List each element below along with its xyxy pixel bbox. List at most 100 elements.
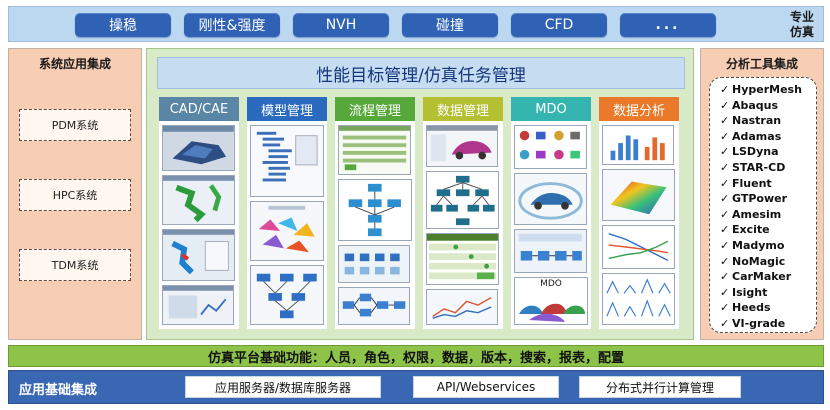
check-icon: ✓: [720, 223, 730, 237]
check-icon: ✓: [720, 192, 730, 206]
api-webservices-button[interactable]: API/Webservices: [413, 376, 559, 398]
check-icon: ✓: [720, 129, 730, 143]
tool-label: NoMagic: [732, 254, 786, 268]
discipline-button-stiffness-strength[interactable]: 刚性&强度: [184, 13, 280, 37]
tool-item-nomagic[interactable]: ✓NoMagic: [720, 254, 816, 270]
distributed-computing-button[interactable]: 分布式并行计算管理: [579, 376, 741, 398]
tool-list: ✓HyperMesh ✓Abaqus ✓Nastran ✓Adamas ✓LSD…: [709, 77, 817, 333]
top-discipline-band: 操稳 刚性&强度 NVH 碰撞 CFD ... 专业 仿真: [8, 6, 824, 42]
process-table-screenshot: [338, 245, 411, 283]
discipline-button-handling[interactable]: 操稳: [75, 13, 171, 37]
tool-label: STAR-CD: [732, 160, 786, 174]
check-icon: ✓: [720, 270, 730, 284]
platform-basic-functions-bar: 仿真平台基础功能：人员，角色，权限，数据，版本，搜索，报表，配置: [8, 345, 824, 367]
check-icon: ✓: [720, 160, 730, 174]
tool-item-excite[interactable]: ✓Excite: [720, 222, 816, 238]
analysis-bar-chart-screenshot: [602, 125, 675, 165]
tool-item-isight[interactable]: ✓Isight: [720, 285, 816, 301]
system-integration-panel: 系统应用集成 PDM系统 HPC系统 TDM系统: [8, 48, 142, 340]
base-integration-label: 应用基础集成: [19, 383, 98, 398]
mdo-workflow-screenshot: [514, 229, 587, 273]
tool-label: CarMaker: [732, 270, 792, 284]
discipline-button-crash[interactable]: 碰撞: [402, 13, 498, 37]
check-icon: ✓: [720, 98, 730, 112]
process-list-screenshot: [338, 125, 412, 175]
model-structure-screenshot: [250, 201, 324, 261]
analysis-line-chart-screenshot: [602, 225, 675, 269]
check-icon: ✓: [720, 83, 730, 96]
data-tree-screenshot: [426, 171, 500, 229]
tool-item-carmaker[interactable]: ✓CarMaker: [720, 269, 816, 285]
check-icon: ✓: [720, 114, 730, 128]
app-db-server-button[interactable]: 应用服务器/数据库服务器: [185, 376, 381, 398]
hpc-system-box[interactable]: HPC系统: [19, 179, 131, 211]
professional-simulation-label: 专业 仿真: [787, 10, 817, 40]
mdo-summary-screenshot: MDO: [514, 277, 588, 325]
tool-item-madymo[interactable]: ✓Madymo: [720, 238, 816, 254]
process-flow-screenshot: [338, 179, 412, 241]
column-data-analysis[interactable]: 数据分析: [599, 97, 679, 329]
analysis-tool-integration-panel: 分析工具集成 ✓HyperMesh ✓Abaqus ✓Nastran ✓Adam…: [700, 48, 824, 340]
cad-screenshot-1: [162, 125, 235, 171]
column-header-data-management: 数据管理: [423, 97, 503, 121]
cad-screenshot-2: [162, 175, 236, 225]
tool-item-amesim[interactable]: ✓Amesim: [720, 207, 816, 223]
check-icon: ✓: [720, 176, 730, 190]
tdm-system-box[interactable]: TDM系统: [19, 249, 131, 281]
tool-label: Heeds: [732, 301, 771, 315]
tool-item-gtpower[interactable]: ✓GTPower: [720, 191, 816, 207]
tool-item-vi-grade[interactable]: ✓VI-grade: [720, 316, 816, 332]
process-workflow-screenshot: [338, 287, 411, 325]
cad-screenshot-3: [162, 229, 236, 281]
column-mdo[interactable]: MDO: [511, 97, 591, 329]
column-model-management[interactable]: 模型管理: [247, 97, 327, 329]
column-body-process-management: [335, 121, 415, 329]
column-cad-cae[interactable]: CAD/CAE: [159, 97, 239, 329]
tool-item-lsdyna[interactable]: ✓LSDyna: [720, 144, 816, 160]
model-tree-screenshot: [250, 125, 324, 197]
discipline-button-more[interactable]: ...: [620, 13, 716, 37]
data-status-table-screenshot: [426, 233, 500, 285]
check-icon: ✓: [720, 145, 730, 159]
mdo-car-wheel-screenshot: [514, 173, 588, 225]
check-icon: ✓: [720, 207, 730, 221]
mdo-components-screenshot: [514, 125, 587, 169]
tool-label: Fluent: [732, 176, 772, 190]
tool-label: GTPower: [732, 192, 788, 206]
tool-item-nastran[interactable]: ✓Nastran: [720, 113, 816, 129]
check-icon: ✓: [720, 238, 730, 252]
right-label-line-1: 专业: [789, 10, 814, 24]
tool-item-adamas[interactable]: ✓Adamas: [720, 129, 816, 145]
tool-label: LSDyna: [732, 145, 779, 159]
mdo-car-variants-icon: [519, 303, 585, 322]
check-icon: ✓: [720, 301, 730, 315]
tool-item-star-cd[interactable]: ✓STAR-CD: [720, 160, 816, 176]
discipline-button-nvh[interactable]: NVH: [293, 13, 389, 37]
column-header-data-analysis: 数据分析: [599, 97, 679, 121]
mdo-inner-label: MDO: [540, 279, 562, 289]
data-chart-screenshot: [426, 289, 498, 325]
tool-item-heeds[interactable]: ✓Heeds: [720, 300, 816, 316]
right-label-line-2: 仿真: [789, 25, 814, 39]
check-icon: ✓: [720, 254, 730, 268]
center-title: 性能目标管理/仿真任务管理: [157, 57, 685, 89]
tool-label: Excite: [732, 223, 770, 237]
tool-item-hypermesh[interactable]: ✓HyperMesh: [720, 82, 816, 98]
column-header-model-management: 模型管理: [247, 97, 327, 121]
tool-label: VI-grade: [732, 316, 786, 330]
column-process-management[interactable]: 流程管理: [335, 97, 415, 329]
column-body-mdo: MDO: [511, 121, 591, 329]
discipline-button-cfd[interactable]: CFD: [511, 13, 607, 37]
tool-item-abaqus[interactable]: ✓Abaqus: [720, 98, 816, 114]
application-base-integration-bar: 应用基础集成 应用服务器/数据库服务器 API/Webservices 分布式并…: [8, 370, 824, 404]
analysis-grid-charts-screenshot: [602, 273, 676, 325]
analysis-tool-integration-title: 分析工具集成: [725, 57, 798, 71]
column-header-process-management: 流程管理: [335, 97, 415, 121]
analysis-surface-plot-screenshot: [602, 169, 676, 221]
tool-item-fluent[interactable]: ✓Fluent: [720, 176, 816, 192]
check-icon: ✓: [720, 285, 730, 299]
pdm-system-box[interactable]: PDM系统: [19, 109, 131, 141]
column-body-cad-cae: [159, 121, 239, 329]
data-car-screenshot: [426, 125, 499, 167]
column-data-management[interactable]: 数据管理: [423, 97, 503, 329]
